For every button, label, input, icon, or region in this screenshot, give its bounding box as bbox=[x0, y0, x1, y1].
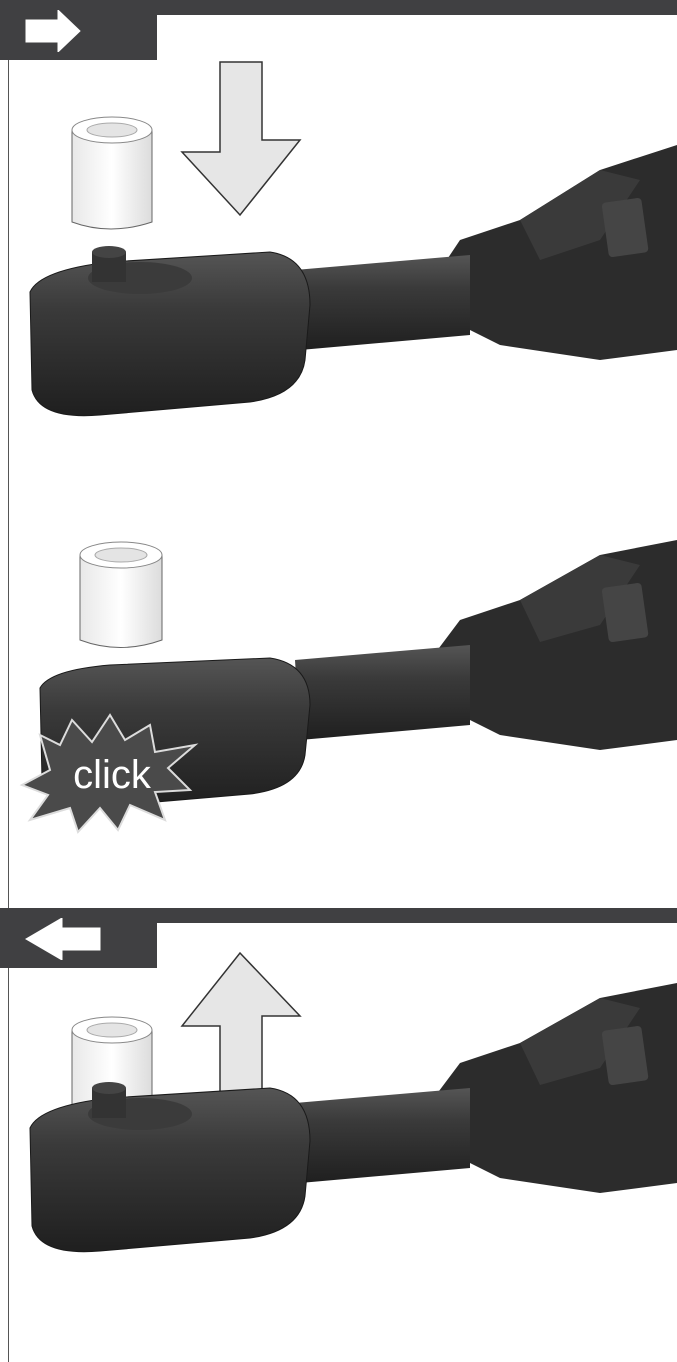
socket-attached-icon bbox=[80, 542, 162, 648]
up-arrow-icon bbox=[182, 953, 300, 1106]
down-arrow-icon bbox=[182, 62, 300, 215]
install-section: click bbox=[0, 0, 677, 908]
remove-section bbox=[0, 908, 677, 1362]
remove-scene bbox=[0, 938, 677, 1358]
socket-icon bbox=[72, 117, 152, 229]
install-scene-bottom: click bbox=[0, 530, 677, 860]
click-label: click bbox=[73, 753, 152, 797]
install-scene-top bbox=[0, 30, 677, 450]
